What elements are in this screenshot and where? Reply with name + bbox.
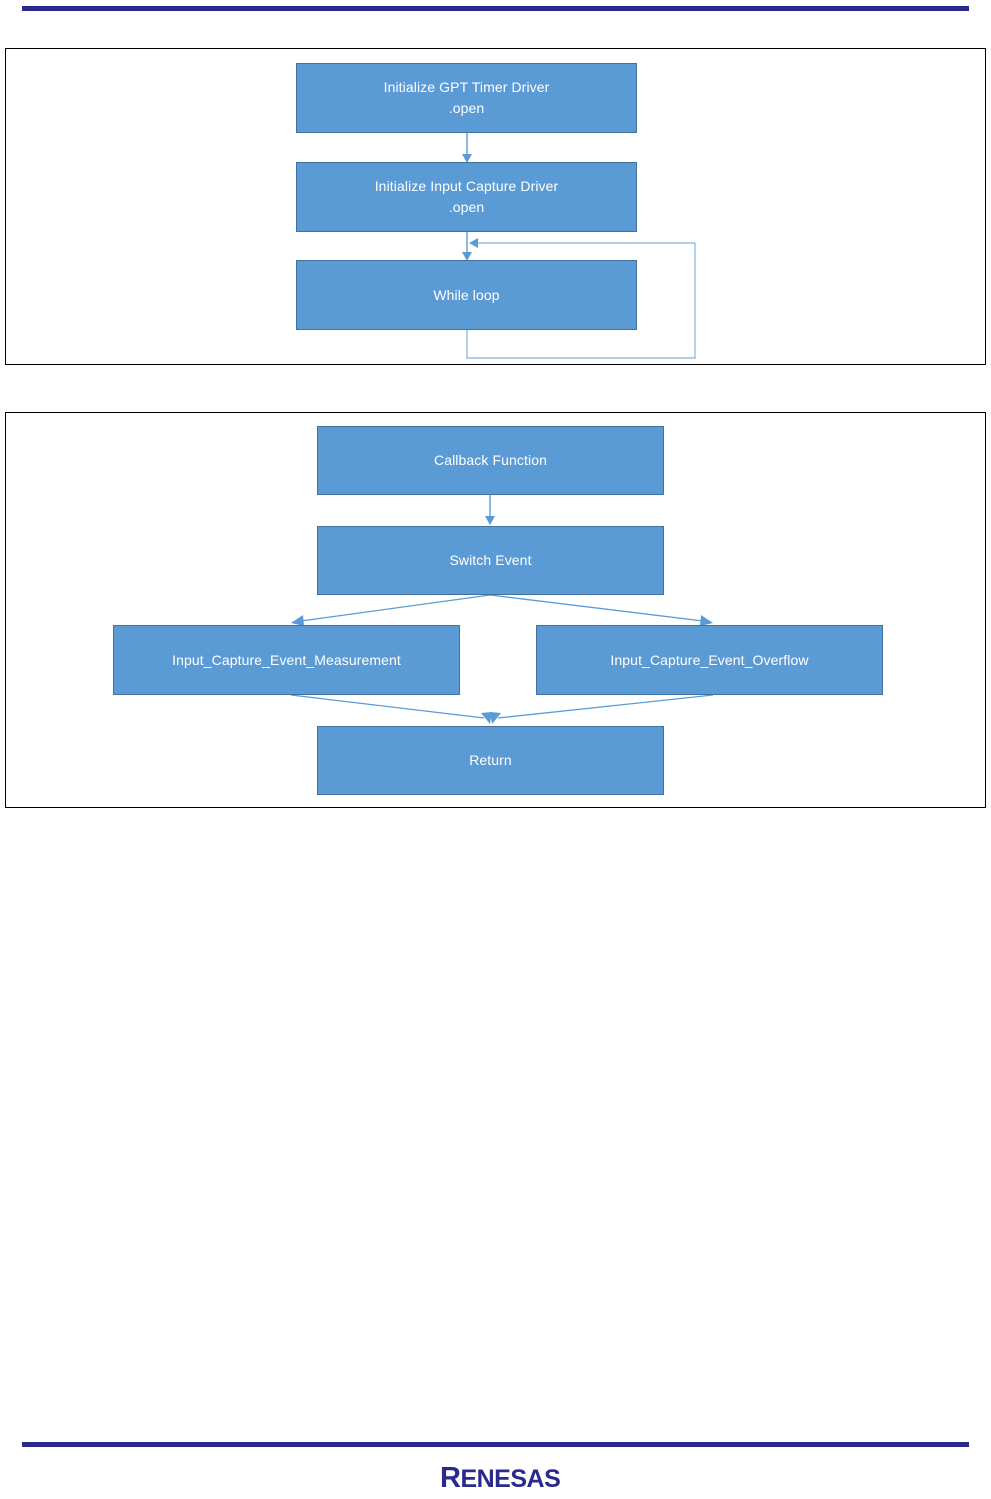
node-initialize-gpt-timer-driver[interactable]: Initialize GPT Timer Driver .open xyxy=(296,63,637,133)
node-while-loop[interactable]: While loop xyxy=(296,260,637,330)
node-label: Input_Capture_Event_Overflow xyxy=(610,651,809,668)
arrow-callback-to-switch xyxy=(485,495,495,525)
arrow-switch-to-measurement xyxy=(291,594,491,626)
node-input-capture-event-measurement[interactable]: Input_Capture_Event_Measurement xyxy=(113,625,460,695)
footer-rule xyxy=(22,1442,969,1447)
node-label: Return xyxy=(469,752,512,768)
figure-frame-callback-flow: Callback Function Switch Event Input_Cap… xyxy=(5,412,986,808)
renesas-wordmark: RENESAS xyxy=(440,1462,600,1494)
renesas-wordmark-rest: ENESAS xyxy=(460,1465,561,1493)
header-rule xyxy=(22,6,969,11)
node-callback-function[interactable]: Callback Function xyxy=(317,426,664,495)
arrow-init-gpt-to-init-capture xyxy=(462,133,472,163)
node-label-line2: .open xyxy=(448,100,485,116)
node-label: Initialize Input Capture Driver xyxy=(374,178,559,194)
node-label: While loop xyxy=(433,286,500,303)
node-return[interactable]: Return xyxy=(317,726,664,795)
arrow-overflow-to-return xyxy=(490,694,714,724)
renesas-wordmark-initial: R xyxy=(440,1462,461,1494)
node-label: Callback Function xyxy=(434,452,547,468)
node-label: Switch Event xyxy=(449,552,532,568)
node-label: Initialize GPT Timer Driver xyxy=(383,79,550,95)
node-input-capture-event-overflow[interactable]: Input_Capture_Event_Overflow xyxy=(536,625,883,695)
node-label-line2: .open xyxy=(448,199,485,215)
node-switch-event[interactable]: Switch Event xyxy=(317,526,664,595)
arrow-init-capture-to-while-loop xyxy=(462,232,472,261)
arrow-measurement-to-return xyxy=(290,694,492,724)
node-label: Input_Capture_Event_Measurement xyxy=(172,651,401,668)
arrow-switch-to-overflow xyxy=(489,594,713,626)
renesas-logo: RENESAS xyxy=(440,1462,600,1494)
node-initialize-input-capture-driver[interactable]: Initialize Input Capture Driver .open xyxy=(296,162,637,232)
figure-frame-main-flow: Initialize GPT Timer Driver .open Initia… xyxy=(5,48,986,365)
